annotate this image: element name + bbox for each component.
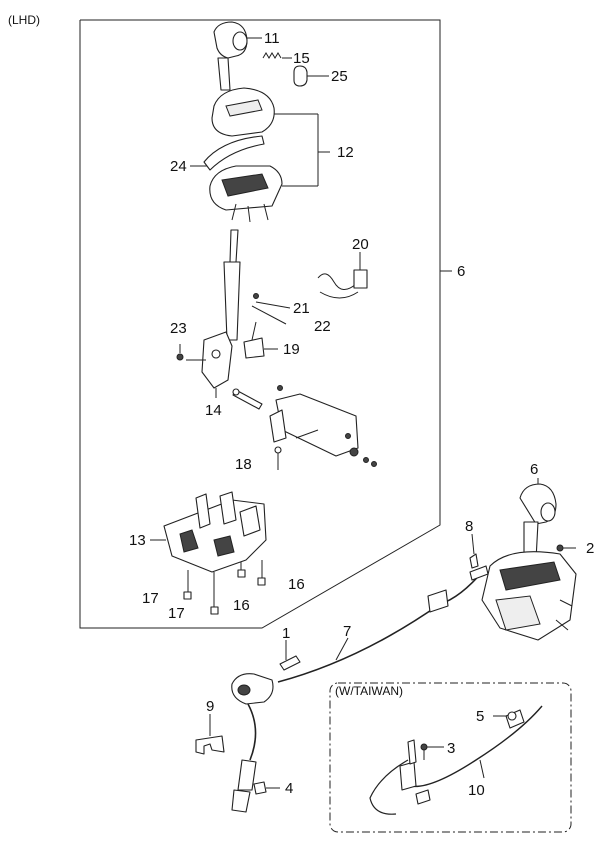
nut-16a[interactable]: [237, 562, 246, 578]
shifter-assembly-6[interactable]: [481, 478, 577, 641]
shift-cable-7[interactable]: [231, 565, 489, 813]
callout-13: 13: [129, 532, 146, 549]
nut-5[interactable]: [493, 711, 517, 721]
region-label: (LHD): [8, 13, 40, 27]
callout-24: 24: [170, 158, 187, 175]
callout-4: 4: [285, 780, 293, 797]
screw-21[interactable]: [253, 293, 291, 309]
nut-17a[interactable]: [183, 570, 192, 600]
callout-9: 9: [206, 698, 214, 715]
screw-22[interactable]: [251, 305, 287, 325]
callout-16a: 16: [233, 597, 250, 614]
callout-1: 1: [282, 625, 290, 642]
shifter-base-13[interactable]: [150, 491, 267, 573]
wiring-harness-20[interactable]: [317, 252, 368, 299]
taiwan-variant-label: (W/TAIWAN): [335, 684, 403, 698]
bolt-2[interactable]: [556, 544, 576, 552]
indicator-cover-upper[interactable]: [211, 87, 318, 137]
callout-17b: 17: [168, 605, 185, 622]
callout-8: 8: [465, 518, 473, 535]
callout-11: 11: [264, 30, 280, 47]
callout-6-assembly: 6: [530, 461, 538, 478]
callout-7: 7: [343, 623, 351, 640]
callout-12: 12: [337, 144, 354, 161]
shift-knob-11[interactable]: [213, 21, 262, 91]
callout-25: 25: [331, 68, 348, 85]
cap-25[interactable]: [293, 65, 329, 87]
nut-16b[interactable]: [257, 560, 266, 586]
shift-lever-14[interactable]: [186, 229, 241, 398]
callout-16b: 16: [288, 576, 305, 593]
callout-18: 18: [235, 456, 252, 473]
callout-14: 14: [205, 402, 222, 419]
spring-15[interactable]: [262, 52, 292, 59]
bolt-1[interactable]: [279, 640, 301, 671]
callout-15: 15: [293, 50, 310, 67]
callout-3: 3: [447, 740, 455, 757]
switch-19[interactable]: [243, 321, 278, 359]
taiwan-variant-frame: [329, 682, 572, 833]
nut-17b[interactable]: [210, 572, 219, 615]
callout-21: 21: [293, 300, 310, 317]
callout-17a: 17: [142, 590, 159, 607]
slide-cover-24[interactable]: [190, 135, 265, 171]
indicator-housing-lower[interactable]: [209, 165, 318, 223]
nut-4[interactable]: [253, 781, 280, 795]
clip-8[interactable]: [469, 533, 479, 569]
cable-10[interactable]: [369, 705, 543, 815]
callout-23: 23: [170, 320, 187, 337]
assembly-6-frame: [79, 19, 441, 629]
callout-10: 10: [468, 782, 485, 799]
callout-2: 2: [586, 540, 594, 557]
lever-base-bracket[interactable]: [269, 385, 377, 467]
bolt-3[interactable]: [420, 743, 444, 760]
retainer-clip-9[interactable]: [195, 714, 225, 755]
callout-5: 5: [476, 708, 484, 725]
bolt-23[interactable]: [176, 344, 184, 361]
callout-22: 22: [314, 318, 331, 335]
pivot-pin[interactable]: [232, 388, 263, 410]
bolt-18[interactable]: [274, 446, 282, 470]
callout-19: 19: [283, 341, 300, 358]
callout-20: 20: [352, 236, 369, 253]
callout-6-box: 6: [457, 263, 465, 280]
